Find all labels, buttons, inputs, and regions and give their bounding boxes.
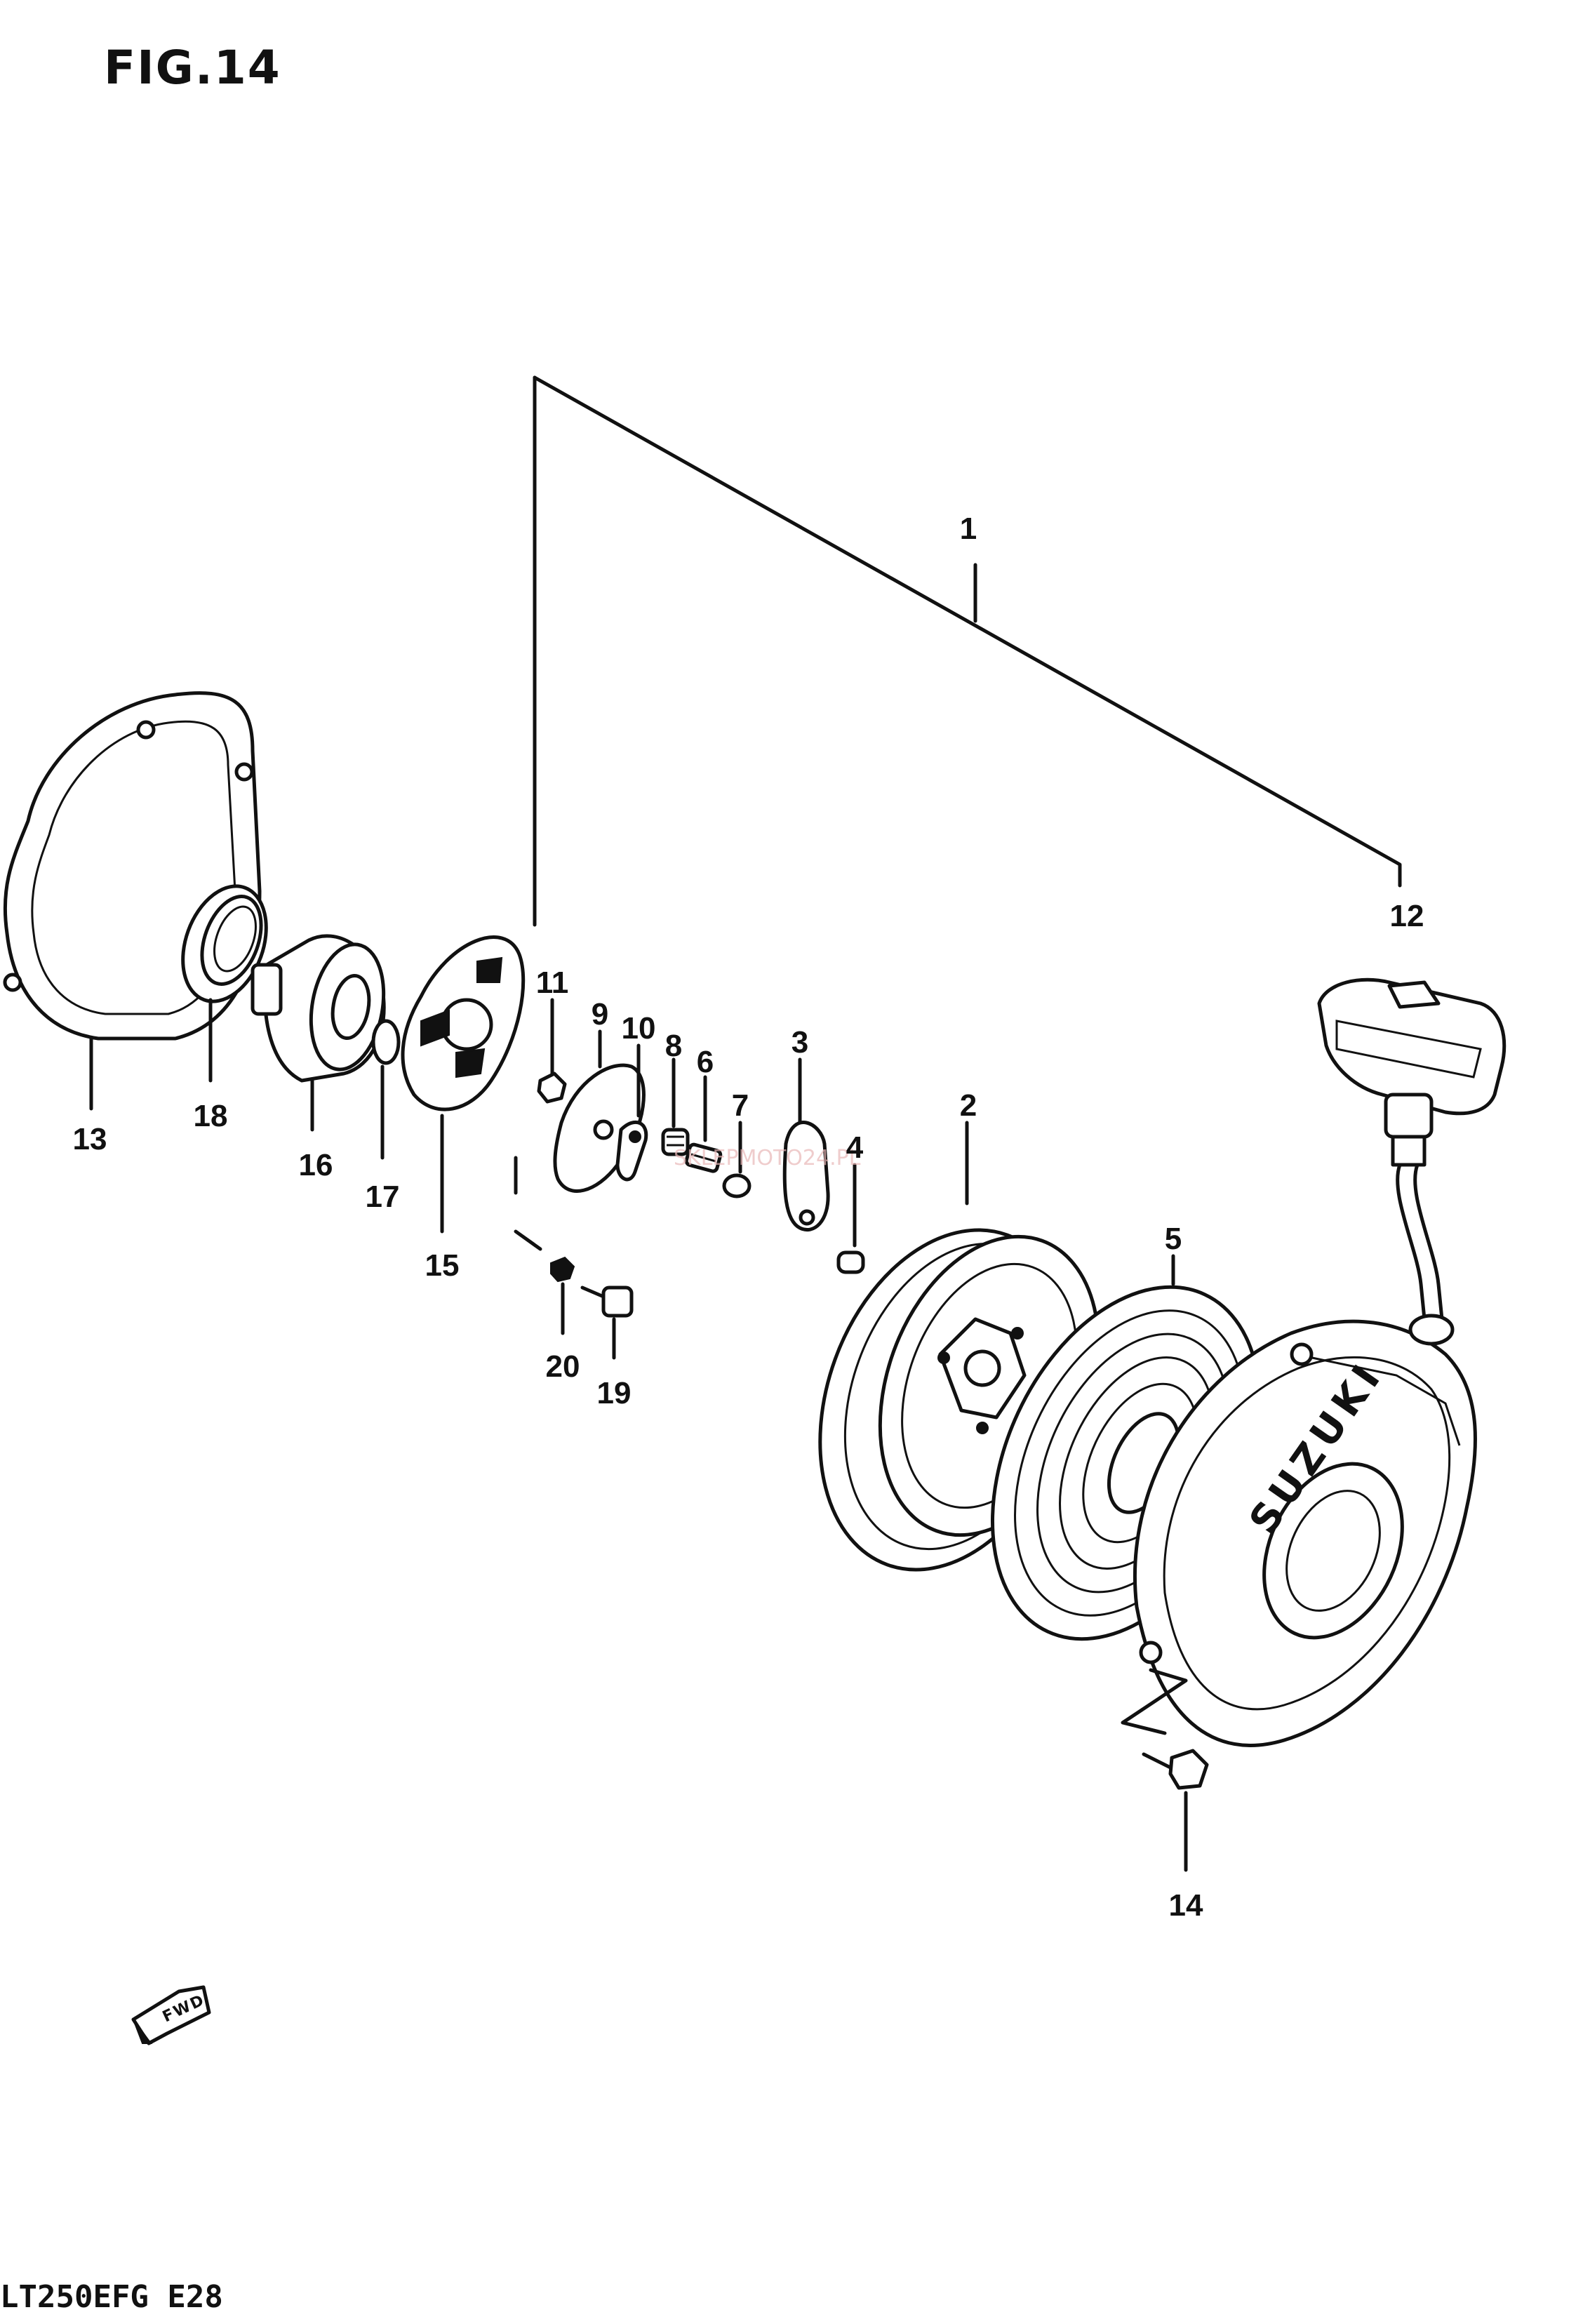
- part-16-drive-hub: [251, 934, 386, 1132]
- callout-4: 4: [846, 1130, 864, 1165]
- callout-18: 18: [194, 1099, 228, 1133]
- part-18-oil-seal: [181, 884, 268, 1083]
- callout-10: 10: [622, 1011, 656, 1046]
- callout-12: 12: [1390, 899, 1424, 933]
- part-7-washer: [722, 1121, 752, 1198]
- part-17-o-ring: [371, 1019, 401, 1160]
- callout-14: 14: [1169, 1888, 1203, 1923]
- callout-16: 16: [299, 1148, 333, 1182]
- callout-15: 15: [425, 1248, 460, 1283]
- callout-11: 11: [536, 966, 569, 1000]
- part-11-nut: [537, 998, 567, 1104]
- part-8-spring: [661, 1057, 690, 1156]
- callout-19: 19: [597, 1376, 632, 1410]
- callout-1: 1: [960, 512, 977, 546]
- part-10-ratchet-pawl: [615, 1043, 648, 1182]
- callout-7: 7: [732, 1088, 749, 1123]
- fwd-arrow-icon: FWD: [131, 1985, 211, 2045]
- callout-9: 9: [592, 997, 608, 1031]
- callout-2: 2: [960, 1088, 977, 1123]
- starter-cover: SUZUKI: [1121, 1319, 1477, 1747]
- callout-17: 17: [366, 1180, 400, 1214]
- part-14-bolt: [1142, 1749, 1209, 1872]
- part-6-spring: [684, 1075, 723, 1173]
- part-3-friction-spring: [782, 1057, 830, 1231]
- model-code-label: LT250EFG E28: [0, 2279, 223, 2315]
- part-19-bolt: [580, 1285, 634, 1360]
- callout-8: 8: [665, 1029, 682, 1063]
- part-20-nut: [550, 1256, 575, 1335]
- callout-20: 20: [546, 1349, 580, 1384]
- part-4-pin: [836, 1163, 865, 1274]
- part-15-drive-plate: [401, 935, 542, 1251]
- watermark-text: SKLEPMOTO24.PL: [674, 1146, 861, 1170]
- part-12-starter-handle: [1317, 977, 1507, 1346]
- callout-13: 13: [73, 1122, 107, 1156]
- callout-6: 6: [697, 1045, 714, 1079]
- callout-5: 5: [1165, 1222, 1182, 1256]
- figure-title: FIG.14: [104, 41, 281, 95]
- callout-3: 3: [792, 1025, 808, 1060]
- assembly-bracket-1: [533, 375, 1402, 927]
